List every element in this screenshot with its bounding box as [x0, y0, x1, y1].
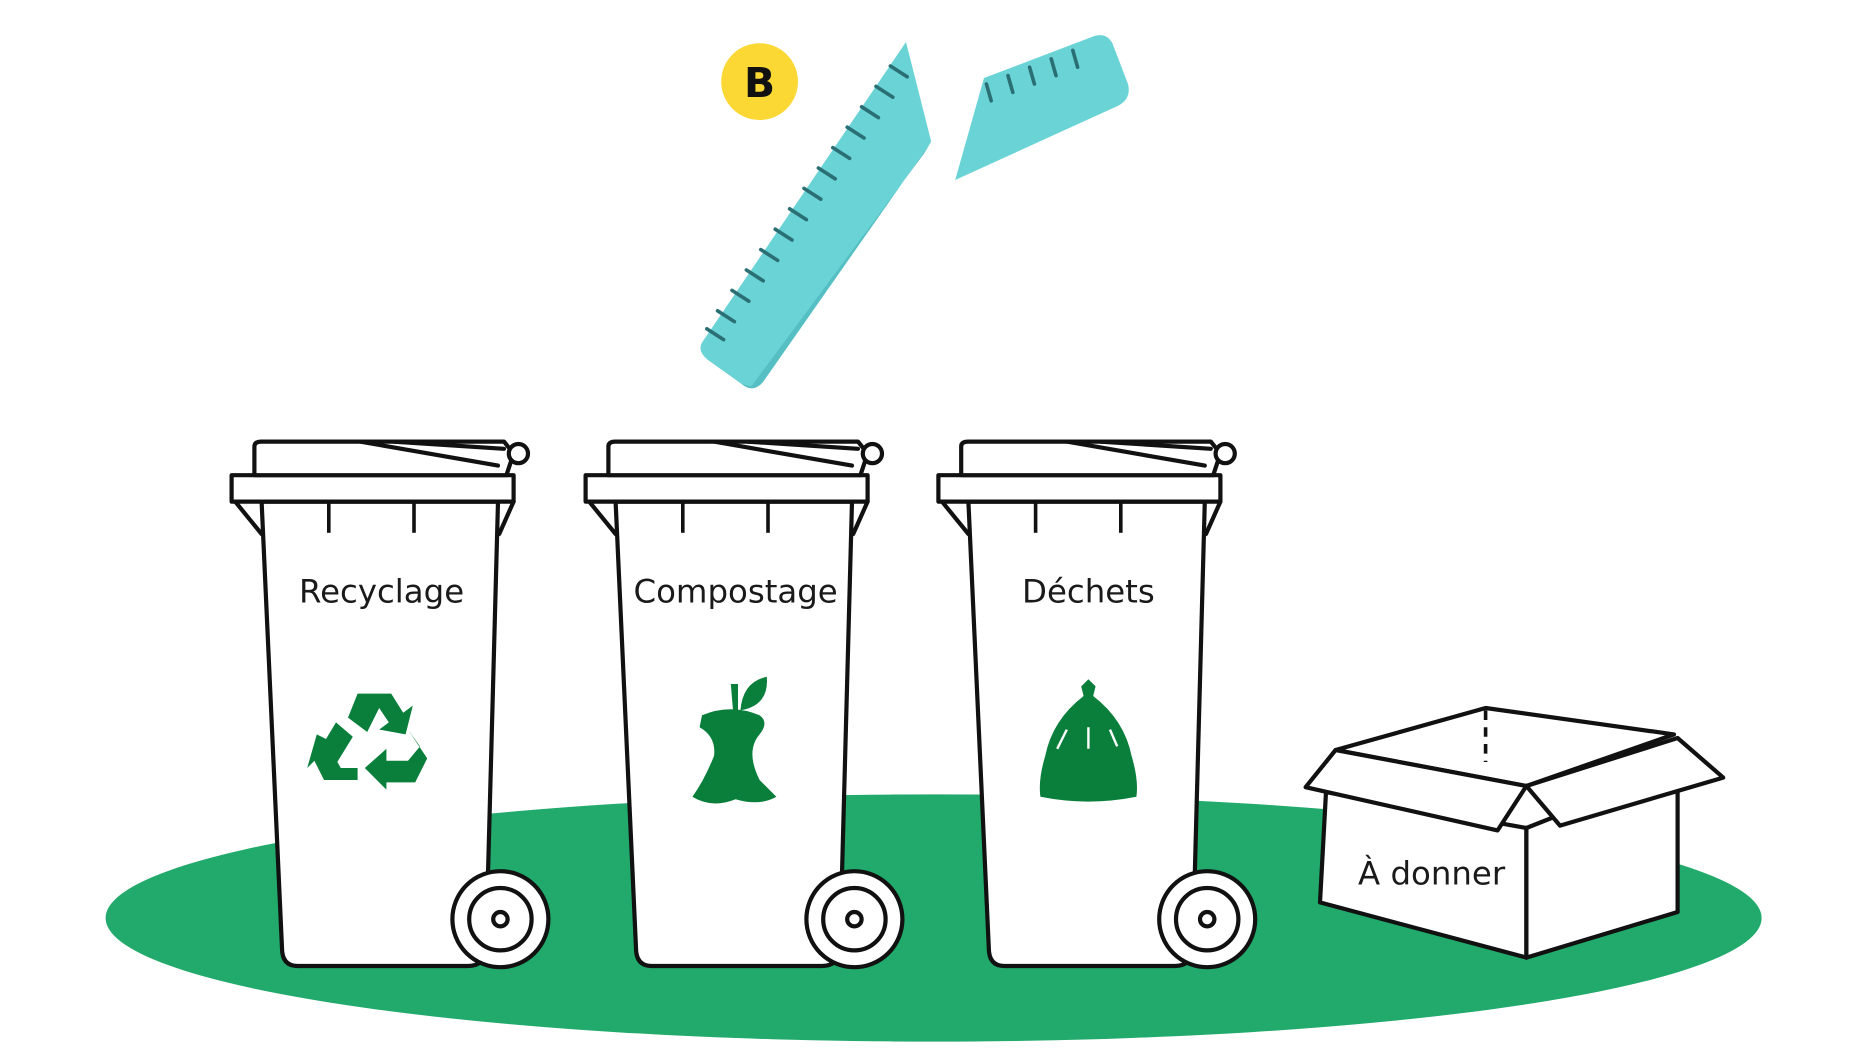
bin-rim	[229, 473, 516, 504]
option-badge[interactable]: B	[721, 43, 798, 121]
broken-ruler-piece-right[interactable]	[955, 35, 1129, 180]
bin-handle	[939, 499, 1223, 537]
bin-1[interactable]: Recyclage	[229, 439, 551, 970]
bin-2[interactable]: Compostage	[583, 439, 905, 970]
wheel-icon	[1157, 869, 1258, 970]
bin-handle	[233, 499, 516, 537]
bin-3[interactable]: Déchets	[936, 439, 1258, 970]
bin-handle	[587, 499, 870, 537]
bin-rim	[936, 473, 1223, 504]
wheel-icon	[450, 869, 551, 970]
give-away-box[interactable]: À donner	[1303, 705, 1726, 960]
bin-label: Recyclage	[299, 572, 464, 610]
bin-label: Déchets	[1022, 572, 1155, 610]
wheel-icon	[804, 869, 905, 970]
bin-label: Compostage	[633, 572, 837, 610]
apple-core-icon	[692, 676, 777, 804]
bin-rim	[583, 473, 870, 504]
box-label: À donner	[1358, 854, 1506, 892]
trash-bag-icon	[1039, 679, 1137, 802]
badge-label: B	[744, 59, 775, 107]
recycle-icon	[307, 693, 428, 790]
broken-ruler-piece-left[interactable]	[700, 42, 932, 389]
